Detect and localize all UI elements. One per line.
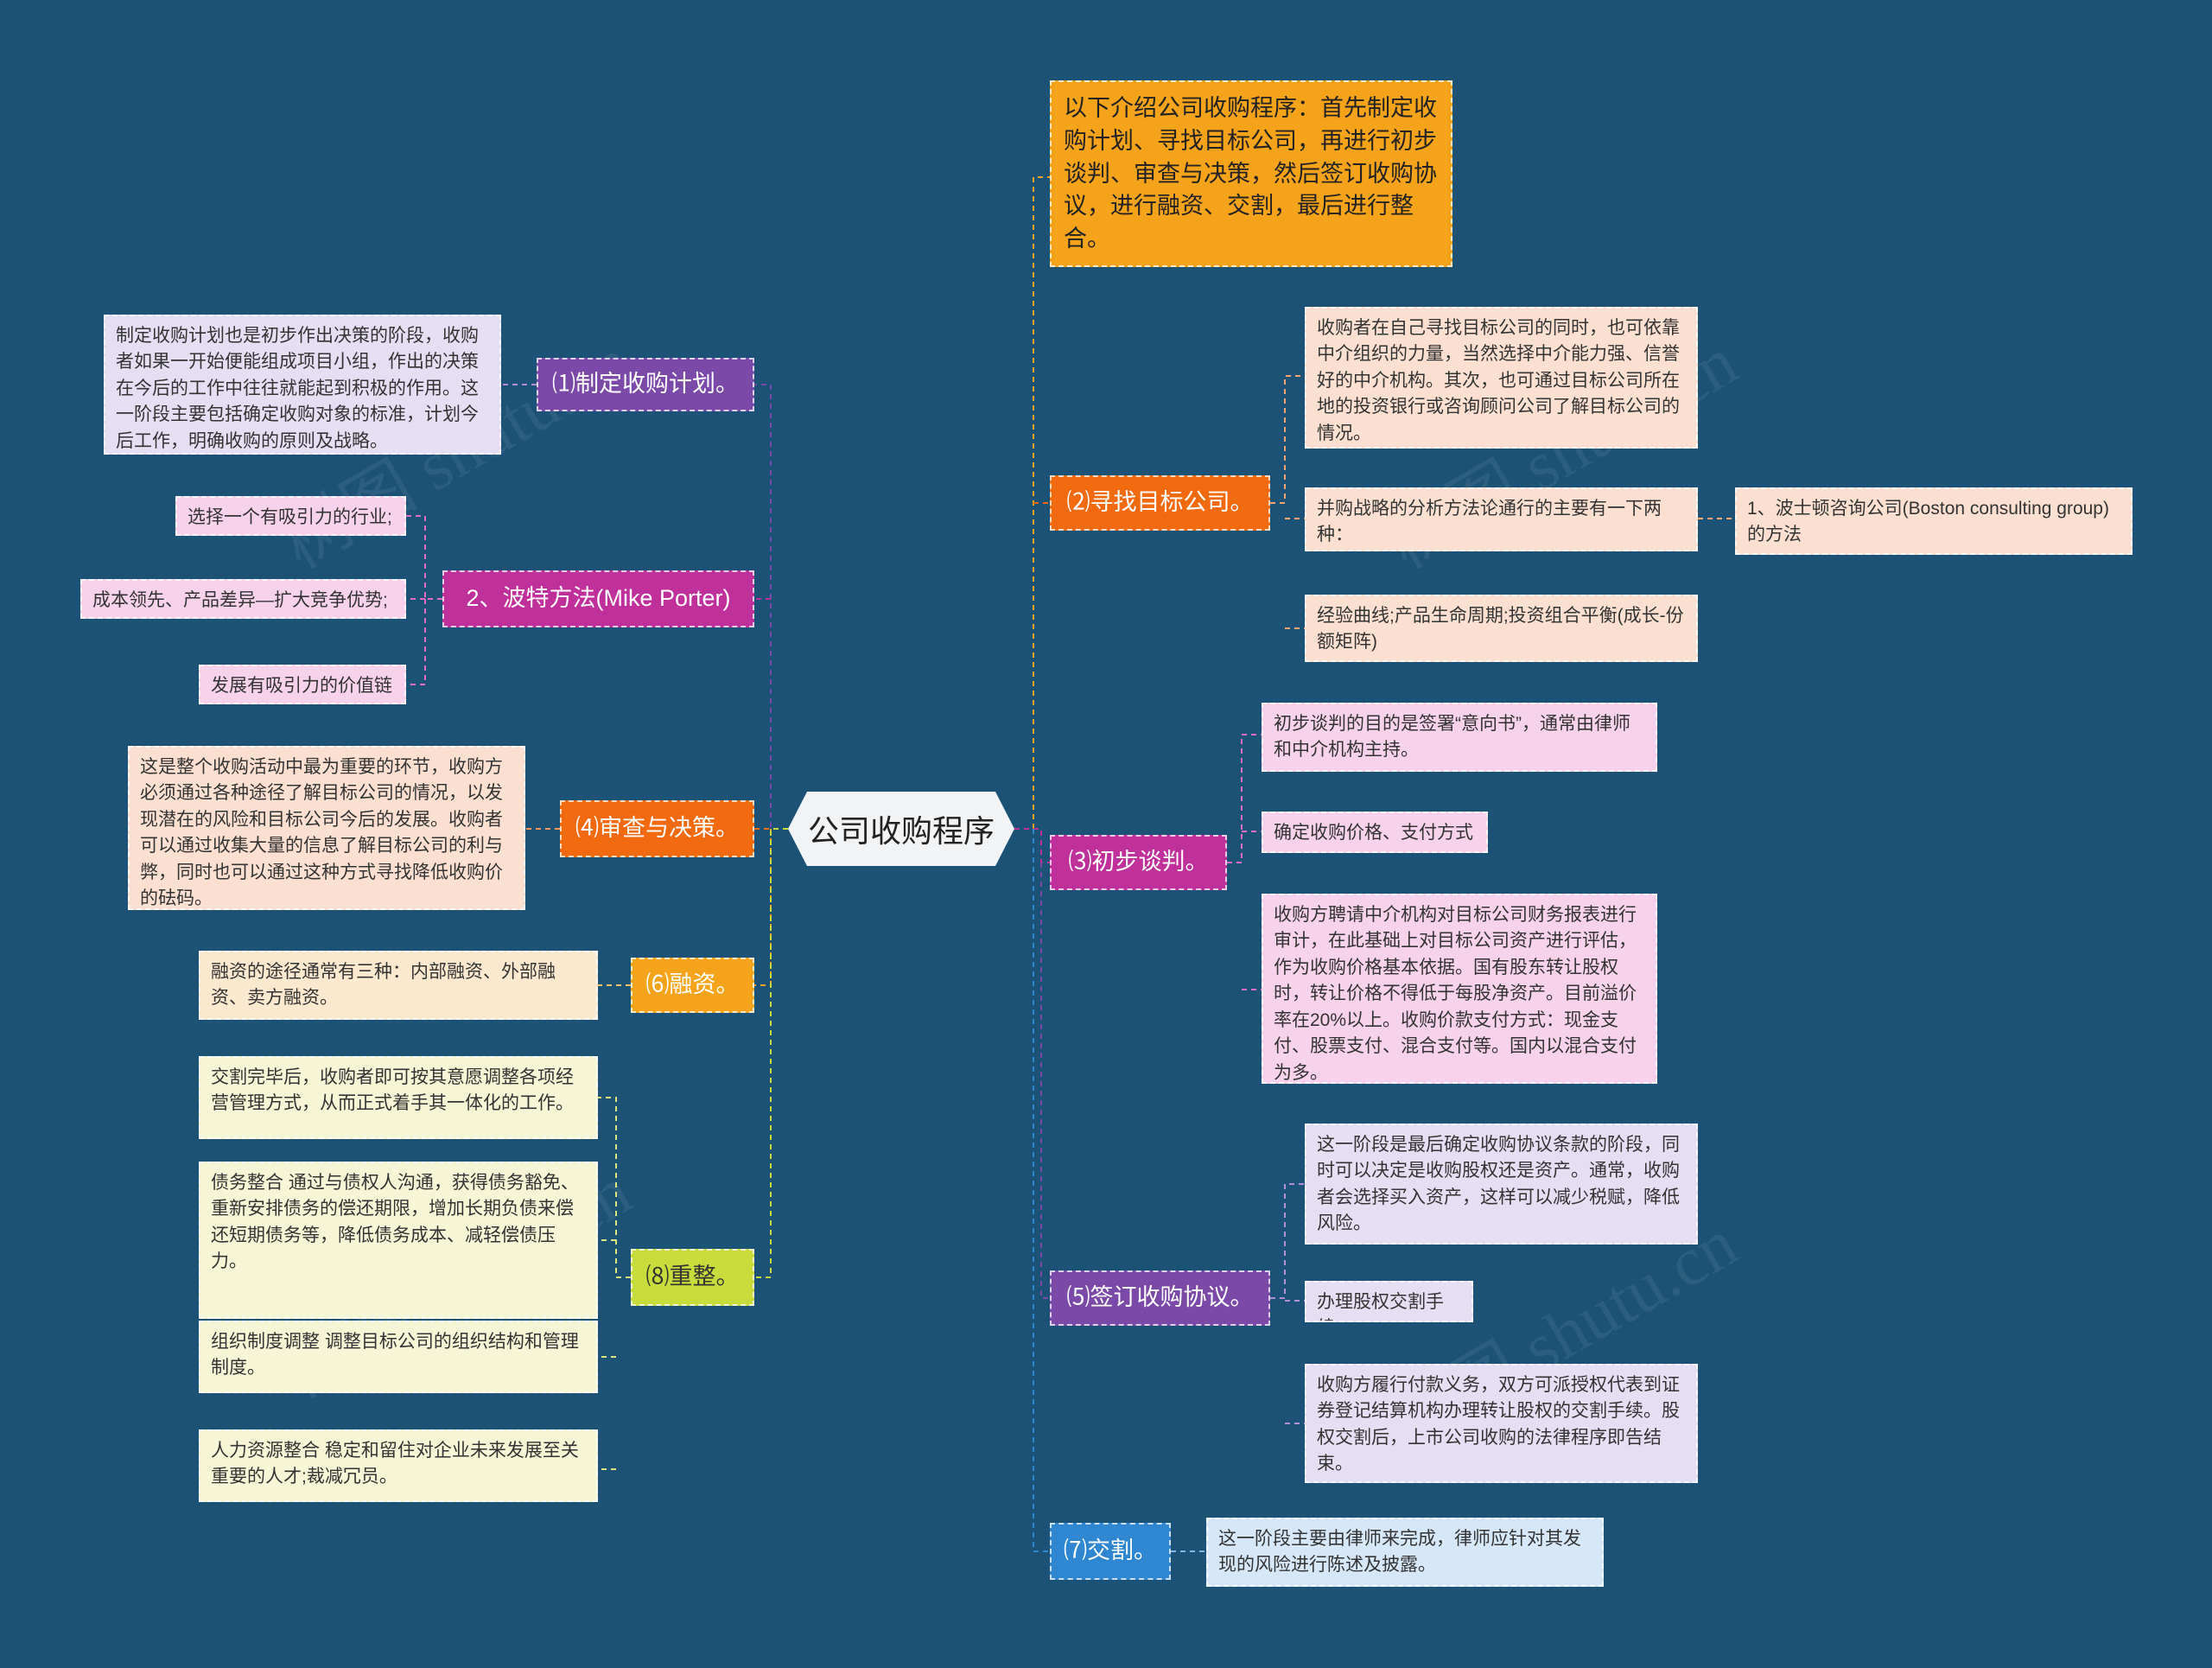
link-plan — [754, 384, 788, 830]
root-topic[interactable]: 公司收购程序 — [788, 792, 1014, 866]
branch-porter[interactable]: 2、波特方法(Mike Porter) — [442, 570, 754, 627]
finance-detail[interactable]: 融资的途径通常有三种：内部融资、外部融资、卖方融资。 — [199, 951, 598, 1020]
branch-delivery[interactable]: ⑺交割。 — [1050, 1523, 1171, 1580]
agreement-item[interactable]: 这一阶段是最后确定收购协议条款的阶段，同时可以决定是收购股权还是资产。通常，收购… — [1305, 1124, 1698, 1245]
search-item[interactable]: 经验曲线;产品生命周期;投资组合平衡(成长-份额矩阵) — [1305, 595, 1698, 662]
restructure-item[interactable]: 债务整合 通过与债权人沟通，获得债务豁免、重新安排债务的偿还期限，增加长期负债来… — [199, 1162, 598, 1319]
branch-restructure[interactable]: ⑻重整。 — [631, 1249, 754, 1306]
branch-negotiate[interactable]: ⑶初步谈判。 — [1050, 835, 1227, 890]
delivery-detail[interactable]: 这一阶段主要由律师来完成，律师应针对其发现的风险进行陈述及披露。 — [1206, 1518, 1604, 1587]
intro-note[interactable]: 以下介绍公司收购程序：首先制定收购计划、寻找目标公司，再进行初步谈判、审查与决策… — [1050, 80, 1452, 267]
branch-plan[interactable]: ⑴制定收购计划。 — [537, 358, 754, 411]
plan-detail[interactable]: 制定收购计划也是初步作出决策的阶段，收购者如果一开始便能组成项目小组，作出的决策… — [104, 315, 501, 455]
negotiate-item[interactable]: 确定收购价格、支付方式 — [1262, 812, 1488, 853]
branch-finance[interactable]: ⑹融资。 — [631, 958, 754, 1013]
link-finance — [754, 829, 772, 986]
porter-item[interactable]: 成本领先、产品差异—扩大竞争优势; — [80, 579, 406, 619]
review-detail[interactable]: 这是整个收购活动中最为重要的环节，收购方必须通过各种途径了解目标公司的情况，以发… — [128, 746, 525, 910]
link-agreement — [1040, 863, 1050, 1299]
search-item[interactable]: 收购者在自己寻找目标公司的同时，也可依靠中介组织的力量，当然选择中介能力强、信誉… — [1305, 307, 1698, 449]
restructure-item[interactable]: 组织制度调整 调整目标公司的组织结构和管理制度。 — [199, 1321, 598, 1393]
agreement-item[interactable]: 收购方履行付款义务，双方可派授权代表到证券登记结算机构办理转让股权的交割手续。股… — [1305, 1364, 1698, 1483]
porter-item[interactable]: 发展有吸引力的价值链 — [199, 665, 406, 704]
restructure-item[interactable]: 交割完毕后，收购者即可按其意愿调整各项经营管理方式，从而正式着手其一体化的工作。 — [199, 1056, 598, 1139]
branch-agreement[interactable]: ⑸签订收购协议。 — [1050, 1270, 1270, 1326]
branch-search[interactable]: ⑵寻找目标公司。 — [1050, 475, 1270, 531]
branch-review[interactable]: ⑷审查与决策。 — [560, 800, 754, 857]
search-subitem[interactable]: 1、波士顿咨询公司(Boston consulting group)的方法 — [1735, 487, 2133, 555]
negotiate-item[interactable]: 初步谈判的目的是签署“意向书”，通常由律师和中介机构主持。 — [1262, 703, 1657, 772]
negotiate-item[interactable]: 收购方聘请中介机构对目标公司财务报表进行审计，在此基础上对目标公司资产进行评估，… — [1262, 894, 1657, 1084]
search-item[interactable]: 并购战略的分析方法论通行的主要有一下两种： — [1305, 487, 1698, 551]
porter-item[interactable]: 选择一个有吸引力的行业; — [175, 496, 406, 536]
link-restructure — [754, 828, 788, 1278]
link-delivery — [1033, 829, 1050, 1552]
agreement-item[interactable]: 办理股权交割手续 — [1305, 1281, 1473, 1322]
restructure-item[interactable]: 人力资源整合 稳定和留住对企业未来发展至关重要的人才;裁减冗员。 — [199, 1429, 598, 1502]
link-negotiate — [1014, 828, 1050, 863]
